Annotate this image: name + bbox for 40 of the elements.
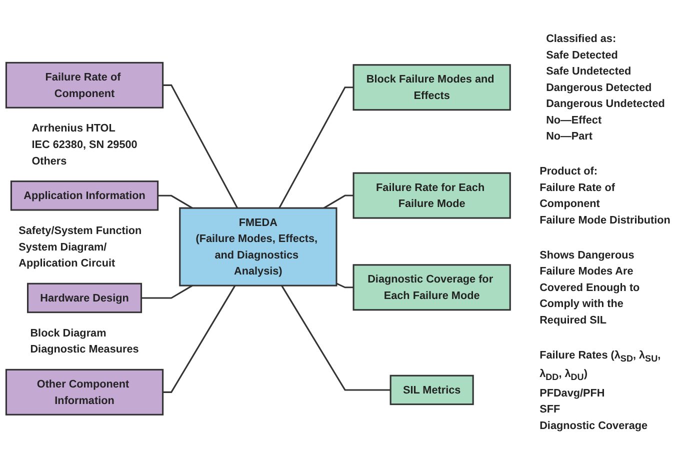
node-label: Safe Detected (546, 48, 618, 60)
node-label: Classified as: (546, 32, 616, 44)
node-label: Failure Rate of Component (540, 180, 615, 210)
node-box (10, 180, 159, 210)
node-label: No—Part (546, 129, 593, 142)
node-label: Dangerous Undetected (546, 96, 665, 110)
node-label: Diagnostic Coverage (540, 418, 648, 431)
node-label: Dangerous Detected (546, 80, 652, 93)
node-box (27, 282, 142, 313)
flowchart-diagram: Failure Rate of Component Arrhenius HTOL IEC 62380, SN 29500 Others Application Information Safety/System Function System Diagram/ Application Circuit Hardware Design Block Diagram Diagnostic Measures Other Component Information FMEDA (Failure Modes, Effects, and Diagnostics Analysis) Block Failure Modes and Effects Classified as: Safe Detected Safe Undetected Dangerous Detected Dangerous Undetected No—Effect No—Part Failure Rate for Each Failure Mode Product of: Failure Rate of Component Failure Mode Distribution Diagnostic Coverage for Each Failure Mode Shows Dangerous Failure Modes Are Covered Enough to Comply with the Required SIL SIL Metrics Failure Rates (λ$_{SD}$, λ$_{SU}$, λ$_{DD}$, λ$_{DU}$) PFDavg/PFH SFF Diagnostic Coverage (0, 18, 690, 446)
node-label: SFF (540, 402, 560, 414)
connector (336, 282, 354, 288)
node-label: Block Diagram (30, 326, 106, 338)
connector (162, 284, 236, 393)
node-label: IEC 62380, SN 29500 (32, 138, 138, 150)
node-label: Arrhenius HTOL (32, 121, 116, 134)
node-label: Diagnostic Measures (30, 342, 139, 355)
connector (278, 86, 354, 208)
connector (158, 194, 193, 208)
node-box (352, 172, 511, 218)
node-label: Shows Dangerous Failure Modes Are Covered Enough to Comply with the Required SIL (540, 248, 640, 326)
connector (162, 84, 238, 208)
node-label: Product of: (540, 164, 598, 177)
node-label: PFDavg/PFH (540, 386, 605, 398)
node-label: Safe Undetected (546, 64, 632, 77)
connector (141, 284, 193, 298)
node-label: No—Effect (546, 113, 602, 126)
node-box (5, 62, 164, 108)
node-box (352, 64, 511, 110)
node-label: Failure Rates (λ$_{SD}$, λ$_{SU}$, λ$_{DD}$, λ$_{DU}$) (540, 348, 661, 382)
node-box (352, 264, 511, 310)
node-box (5, 368, 164, 416)
connector (281, 284, 391, 390)
node-label: System Diagram/ Application Circuit (18, 240, 116, 269)
node-label: Safety/System Function (18, 224, 142, 236)
node-label: Failure Mode Distribution (540, 213, 670, 226)
connector (323, 194, 354, 208)
node-box (390, 374, 474, 405)
node-label: Others (32, 154, 67, 166)
node-box (179, 206, 338, 286)
